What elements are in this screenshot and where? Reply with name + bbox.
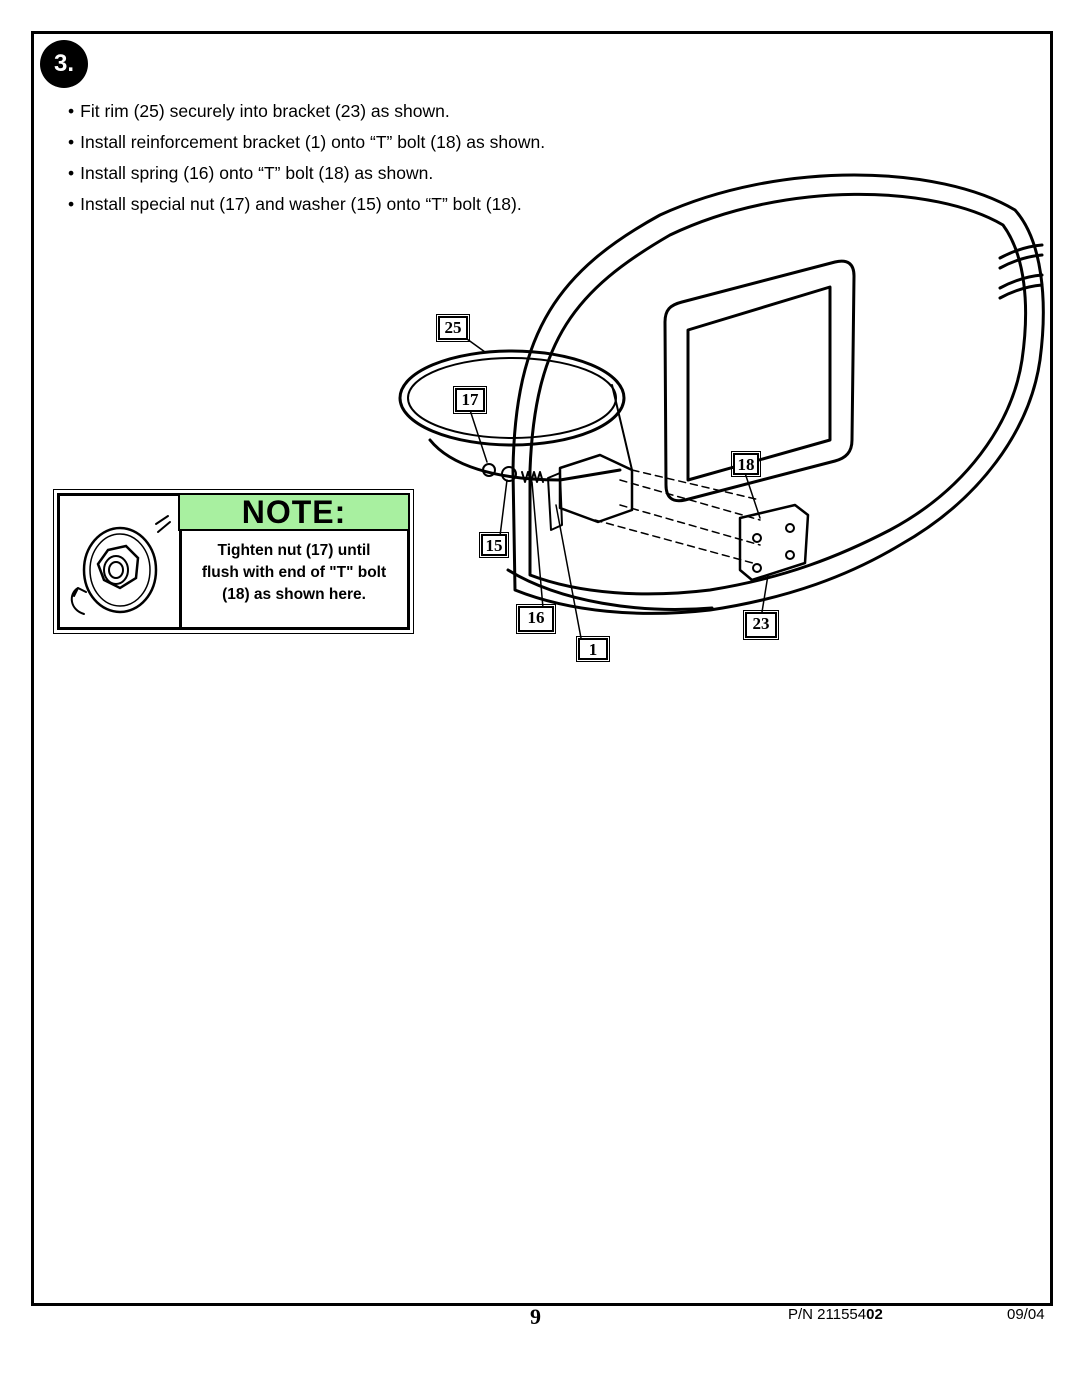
- step-number-badge: 3.: [40, 40, 88, 88]
- strap-lower: [998, 273, 1044, 300]
- note-line: Tighten nut (17) until: [217, 542, 371, 559]
- rim-support-right: [611, 384, 633, 471]
- instruction-list: Fit rim (25) securely into bracket (23) …: [68, 96, 545, 220]
- callout-17: 17: [453, 386, 487, 414]
- leader-line: [531, 481, 544, 609]
- leader-line: [466, 338, 486, 353]
- rim-mounting-bracket: [558, 453, 634, 524]
- callout-15: 15: [479, 532, 509, 558]
- instruction-item: Install spring (16) onto “T” bolt (18) a…: [68, 158, 545, 189]
- backboard-bracket: [738, 503, 810, 582]
- instruction-item: Install special nut (17) and washer (15)…: [68, 189, 545, 220]
- shooter-square-inner: [686, 285, 832, 482]
- part-number-prefix: P/N 211554: [788, 1306, 867, 1323]
- rim-outer: [398, 349, 626, 447]
- leader-line: [555, 504, 582, 639]
- callout-1: 1: [576, 636, 610, 662]
- callout-16: 16: [516, 604, 556, 634]
- backboard-inner-outline: [528, 192, 1028, 596]
- page-frame: [31, 31, 1053, 1306]
- part-number-suffix: 02: [866, 1306, 883, 1323]
- bracket-hole: [785, 523, 795, 533]
- backboard-outline: [511, 173, 1045, 615]
- callout-23: 23: [743, 610, 779, 640]
- strap-upper: [998, 243, 1044, 270]
- page-number: 9: [530, 1304, 541, 1329]
- revision-date: 09/04: [1007, 1306, 1045, 1323]
- callout-18: 18: [731, 451, 761, 477]
- note-title: NOTE:: [178, 493, 410, 531]
- nut-tighten-illustration: [70, 515, 171, 615]
- part-number: P/N 21155402: [788, 1306, 883, 1323]
- instruction-item: Install reinforcement bracket (1) onto “…: [68, 127, 545, 158]
- bolt-guide-lines: [594, 469, 761, 566]
- washer: [501, 466, 517, 482]
- note-line: flush with end of "T" bolt: [201, 564, 387, 581]
- note-illustration-cell: [60, 496, 182, 627]
- leader-line: [761, 574, 769, 613]
- reinforcement-plate: [547, 472, 563, 531]
- note-body: Tighten nut (17) until flush with end of…: [178, 540, 410, 606]
- bracket-hole: [752, 533, 762, 543]
- leader-line: [743, 469, 761, 519]
- note-line: (18) as shown here.: [222, 586, 366, 603]
- spring: [521, 471, 544, 483]
- shooter-square-outer: [663, 259, 856, 503]
- callout-25: 25: [436, 314, 470, 342]
- bracket-hole: [752, 563, 762, 573]
- bracket-hole: [785, 550, 795, 560]
- rim-inner: [407, 357, 617, 439]
- rotate-arrow-icon: [70, 587, 87, 615]
- nut-hex: [96, 544, 140, 590]
- backboard-edge: [506, 568, 714, 611]
- leader-line: [469, 409, 488, 463]
- leader-line: [499, 479, 508, 537]
- note-box: NOTE: Tighten nut (17) until flush with …: [53, 489, 414, 634]
- instruction-item: Fit rim (25) securely into bracket (23) …: [68, 96, 545, 127]
- nut: [482, 463, 496, 477]
